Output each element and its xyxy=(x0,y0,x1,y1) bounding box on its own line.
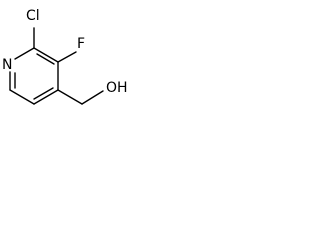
bond-c2-c3 xyxy=(33,47,59,63)
bond-c3-f xyxy=(57,51,77,63)
bond-c4-c5 xyxy=(33,89,59,105)
chlorine-label: Cl xyxy=(26,8,40,24)
fluorine-label: F xyxy=(77,36,85,52)
bond-ch2-o xyxy=(81,90,104,105)
bond-c5-c6 xyxy=(9,89,35,105)
bond-c4-ch2 xyxy=(57,89,83,105)
bond-c2-c3-inner xyxy=(36,53,55,65)
chemical-structure-diagram: Cl F N OH xyxy=(2,8,128,105)
nitrogen-label: N xyxy=(2,57,12,73)
bond-c4-c5-inner xyxy=(33,87,54,100)
hydroxyl-label: OH xyxy=(106,80,128,96)
bond-n-c2 xyxy=(14,47,35,60)
